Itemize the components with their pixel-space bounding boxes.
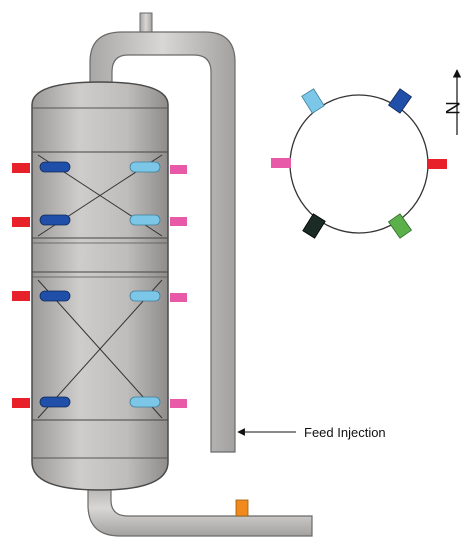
lower-bed-diag-2 bbox=[37, 279, 163, 419]
plan-nozzle-red bbox=[427, 159, 447, 169]
probe-light-blue bbox=[129, 290, 161, 302]
north-label: N bbox=[441, 101, 462, 115]
overhead-pipe bbox=[89, 31, 236, 453]
nozzle-orange bbox=[235, 499, 249, 517]
nozzle-red bbox=[12, 291, 30, 301]
plan-nozzle-black bbox=[302, 213, 326, 239]
probe-dark-blue bbox=[39, 396, 71, 408]
probe-light-blue bbox=[129, 396, 161, 408]
probe-dark-blue bbox=[39, 214, 71, 226]
nozzle-red bbox=[12, 163, 30, 173]
nozzle-pink bbox=[170, 399, 187, 408]
vessel-body bbox=[31, 81, 169, 491]
nozzle-red bbox=[12, 398, 30, 408]
probe-dark-blue bbox=[39, 161, 71, 173]
nozzle-pink bbox=[170, 293, 187, 302]
probe-light-blue bbox=[129, 214, 161, 226]
nozzle-red bbox=[12, 217, 30, 227]
probe-dark-blue bbox=[39, 290, 71, 302]
plan-nozzle-pink bbox=[271, 158, 291, 168]
plan-nozzle-light-blue bbox=[301, 88, 325, 114]
plan-view-circle bbox=[289, 94, 429, 234]
bottom-outlet-pipe bbox=[87, 479, 313, 537]
top-outlet-stub bbox=[139, 12, 153, 34]
plan-nozzle-dark-blue bbox=[387, 88, 413, 114]
plan-view bbox=[271, 88, 447, 239]
feed-injection-label: Feed Injection bbox=[304, 425, 386, 440]
nozzle-pink bbox=[170, 165, 187, 174]
plan-nozzle-green bbox=[387, 213, 413, 239]
nozzle-pink bbox=[170, 217, 187, 226]
probe-light-blue bbox=[129, 161, 161, 173]
